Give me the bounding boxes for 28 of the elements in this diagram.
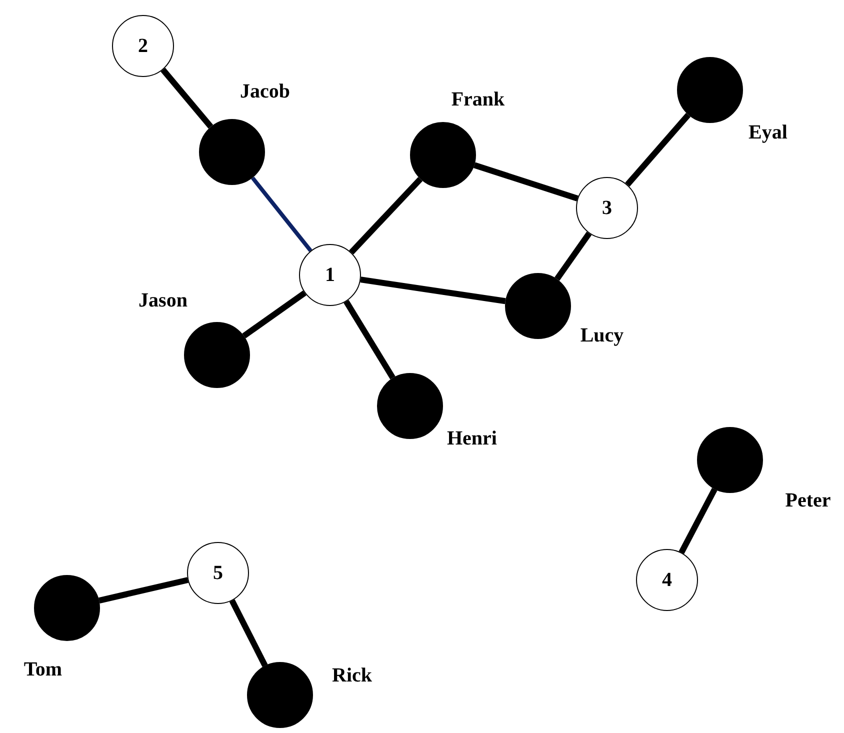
- connector-line: [678, 488, 718, 554]
- node-number: 3: [602, 198, 612, 218]
- node-number: 5: [213, 563, 223, 583]
- node-name: Peter: [785, 490, 831, 512]
- node-name: Jason: [138, 290, 188, 312]
- connector-line: [360, 276, 506, 304]
- connector-line: [349, 176, 423, 254]
- node-name: Rick: [332, 664, 372, 688]
- connector-line: [554, 232, 592, 281]
- connector-line: [229, 599, 268, 667]
- node-name: Eyal: [748, 122, 788, 144]
- connector-line: [242, 290, 306, 338]
- node-number: 1: [325, 265, 335, 285]
- node-name: Henri: [447, 428, 497, 450]
- node-name: Jacob: [240, 80, 290, 104]
- connector-line: [251, 176, 312, 252]
- node-name: Lucy: [580, 324, 624, 348]
- numbered-circle: [299, 244, 361, 306]
- node-name: Frank: [451, 88, 505, 112]
- connector-line: [344, 300, 396, 380]
- numbered-circle: [576, 177, 638, 239]
- node-number: 4: [662, 570, 672, 590]
- connector-line: [98, 577, 188, 604]
- connector-line: [473, 162, 578, 202]
- connector-line: [160, 68, 214, 129]
- node-number: 2: [138, 36, 148, 56]
- connector-line: [625, 112, 691, 187]
- node-name: Tom: [24, 658, 62, 682]
